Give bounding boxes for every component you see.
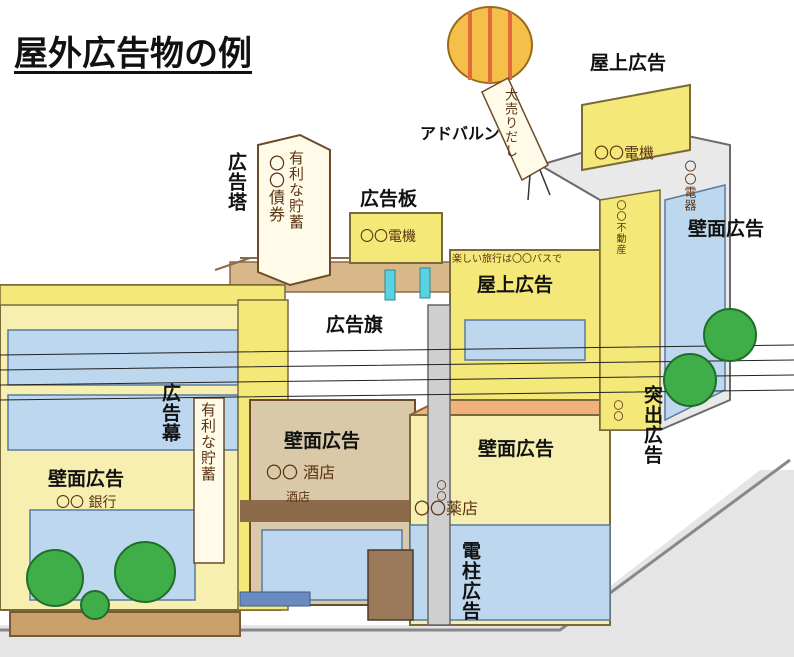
balloon-ropes: [527, 169, 551, 201]
liquor-sign-text: 〇〇 酒店: [266, 463, 336, 482]
label-ad-curtain: 広告幕: [159, 383, 181, 443]
bank-sign-text: 〇〇 銀行: [56, 495, 117, 511]
power-lines: [0, 344, 794, 401]
label-wall-ad-right: 壁面広告: [688, 218, 765, 240]
tree-left-1: [26, 549, 84, 607]
small-plate-text: 酒店: [286, 490, 311, 504]
ad-flag-2: [419, 267, 431, 299]
billboard: [349, 212, 443, 264]
right-vertical-sign-text: 〇〇電器: [683, 160, 697, 212]
label-ad-balloon: アドバルン: [420, 124, 500, 143]
label-rooftop-ad-top: 屋上広告: [590, 52, 667, 74]
rooftop-sign-box: [581, 83, 691, 172]
tower-sign-text-a: 有利な貯蓄: [287, 150, 305, 230]
balloon-stripes: [468, 8, 512, 83]
awning-center: [240, 500, 415, 522]
utility-pole: [427, 304, 451, 626]
label-billboard: 広告板: [360, 188, 418, 210]
label-ad-flag: 広告旗: [326, 314, 384, 336]
ad-curtain: [193, 397, 225, 564]
label-wall-ad-shop: 壁面広告: [478, 438, 555, 460]
projecting-small-text: 〇〇: [611, 400, 622, 422]
label-ad-tower: 広告塔: [225, 152, 247, 212]
balloon-banner-shape: [481, 76, 549, 182]
travel-banner-text: 楽しい旅行は〇〇バスで: [452, 254, 562, 265]
balloon-banner-text: 大売りだし: [502, 88, 517, 158]
tower-sign-text-b: 〇〇債券: [266, 155, 285, 223]
billboard-sign-text: 〇〇電機: [360, 229, 416, 245]
right-building-face: [599, 189, 661, 431]
tree-right-2: [663, 353, 717, 407]
curtain-sign-text: 有利な貯蓄: [199, 402, 217, 482]
pharmacy-sign-text: 〇〇薬店: [414, 499, 479, 518]
rooftop-box-sign-text: 〇〇電機: [594, 144, 655, 162]
label-wall-ad-center: 壁面広告: [284, 430, 361, 452]
transformer-box: [367, 549, 414, 621]
bench: [239, 591, 311, 607]
planter: [9, 611, 241, 637]
fudosan-sign-text: 〇〇不動産: [614, 200, 625, 255]
label-pole-ad: 電柱広告: [459, 541, 481, 621]
tree-left-3: [80, 590, 110, 620]
ad-tower: [257, 133, 331, 287]
page-title: 屋外広告物の例: [14, 34, 252, 74]
ad-flag-1: [384, 269, 396, 301]
left-building-top: [0, 284, 286, 306]
pole-small-text: 〇〇: [434, 480, 445, 502]
tree-left-2: [114, 541, 176, 603]
label-wall-ad-left: 壁面広告: [48, 468, 125, 490]
left-windows-upper: [7, 329, 239, 386]
tree-right-1: [703, 308, 757, 362]
yellow-building-windows: [464, 319, 586, 361]
label-rooftop-ad-mid: 屋上広告: [477, 274, 554, 296]
label-projecting-ad: 突出広告: [641, 385, 663, 465]
